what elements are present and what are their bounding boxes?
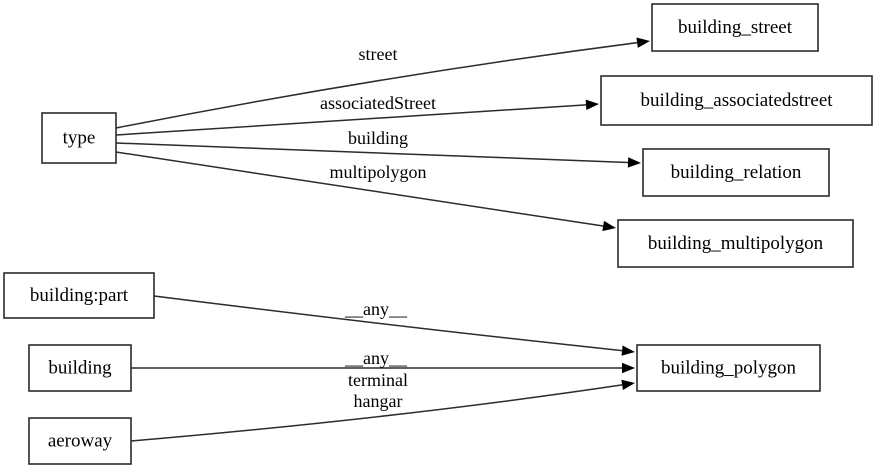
node-box[interactable] — [642, 148, 830, 197]
edge-line — [115, 41, 638, 129]
edge-label: associatedStreet — [320, 93, 436, 113]
edge-arrowhead-icon — [621, 345, 635, 356]
node-building_multipolygon[interactable]: building_multipolygon — [617, 219, 854, 268]
edge-type-street — [115, 37, 650, 129]
edge-label: multipolygon — [329, 162, 426, 182]
node-box[interactable] — [651, 3, 819, 52]
node-building_street[interactable]: building_street — [651, 3, 819, 52]
edge-label: building — [348, 128, 408, 148]
edge-line — [153, 295, 623, 352]
node-box[interactable] — [617, 219, 854, 268]
edge-arrowhead-icon — [585, 99, 599, 111]
edge-arrowhead-icon — [621, 379, 635, 391]
node-box[interactable] — [41, 112, 117, 164]
edge-arrowhead-icon — [622, 362, 635, 374]
node-building_polygon[interactable]: building_polygon — [636, 344, 821, 392]
node-building_associatedstreet[interactable]: building_associatedstreet — [600, 75, 873, 126]
node-building_part[interactable]: building:part — [3, 272, 155, 319]
node-type[interactable]: type — [41, 112, 117, 164]
edge-type-building — [115, 142, 641, 168]
node-box[interactable] — [28, 417, 132, 465]
node-label: building_multipolygon — [648, 233, 824, 254]
edge-line — [115, 151, 604, 227]
node-label: building_street — [678, 17, 793, 38]
edge-type-associatedstreet — [115, 99, 599, 136]
node-label: building_associatedstreet — [640, 90, 833, 111]
node-label: building — [48, 357, 112, 378]
node-box[interactable] — [28, 344, 132, 392]
edge-label: __any__ — [344, 299, 408, 319]
edge-line — [115, 104, 587, 136]
edge-arrowhead-icon — [602, 220, 616, 232]
edge-type-multipolygon — [115, 151, 616, 232]
node-label: type — [63, 127, 96, 148]
edge-line — [130, 384, 623, 442]
node-building_relation[interactable]: building_relation — [642, 148, 830, 197]
node-label: building_polygon — [661, 357, 797, 378]
edge-building-polygon — [131, 362, 635, 374]
node-aeroway[interactable]: aeroway — [28, 417, 132, 465]
edge-buildingpart-polygon — [153, 295, 635, 356]
nodes-layer: type building_street building_associatedst… — [3, 3, 873, 465]
edge-line — [115, 142, 629, 164]
edge-label: __any__ — [344, 348, 408, 368]
edge-label: street — [359, 44, 398, 64]
node-building[interactable]: building — [28, 344, 132, 392]
edge-aeroway-polygon — [130, 379, 635, 442]
node-box[interactable] — [3, 272, 155, 319]
edge-label-secondary: hangar — [354, 391, 403, 411]
node-box[interactable] — [636, 344, 821, 392]
edge-label: terminal — [348, 370, 408, 390]
node-label: aeroway — [48, 430, 113, 451]
edges-layer — [115, 37, 650, 442]
edge-arrowhead-icon — [627, 157, 641, 168]
edge-arrowhead-icon — [636, 37, 650, 48]
node-label: building_relation — [671, 162, 802, 183]
node-label: building:part — [30, 285, 129, 306]
edge-labels-layer: street associatedStreet building multipolyg… — [320, 44, 436, 411]
node-box[interactable] — [600, 75, 873, 126]
